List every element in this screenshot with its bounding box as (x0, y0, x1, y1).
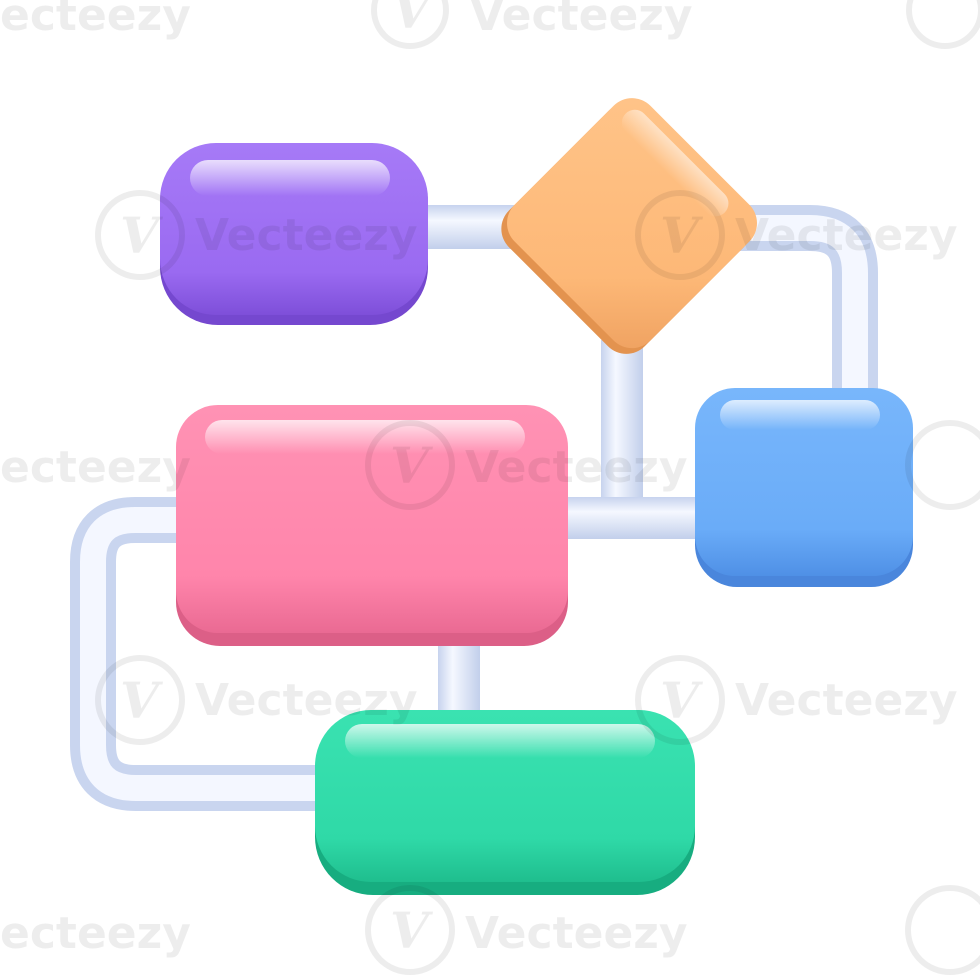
svg-text:V: V (660, 206, 704, 265)
blue-process-square (695, 388, 913, 587)
connector-diamond-stem (601, 340, 643, 520)
watermark-text: Vecteezy (195, 675, 418, 726)
pink-process-box (176, 405, 568, 646)
watermark-logo-icon: V (95, 655, 185, 745)
green-process-box (315, 710, 695, 895)
watermark-logo-icon: V (365, 885, 455, 975)
svg-text:V: V (390, 901, 434, 960)
watermark-text: Vecteezy (465, 908, 688, 959)
svg-text:V: V (392, 0, 436, 40)
svg-text:V: V (390, 436, 434, 495)
svg-text:V: V (120, 671, 164, 730)
watermark-logo-icon: V (635, 655, 725, 745)
watermark-text: ecteezy (0, 442, 191, 493)
watermark-text: Vecteezy (195, 210, 418, 261)
watermark-logo-icon: V (365, 420, 455, 510)
watermark-logo-icon (906, 0, 980, 49)
watermark-logo-icon: V (635, 190, 725, 280)
watermark-text: Vecteezy (470, 0, 693, 41)
watermark-logo-icon (905, 885, 980, 975)
purple-process-box (160, 143, 428, 325)
svg-text:V: V (660, 671, 704, 730)
watermark-text: ecteezy (0, 0, 191, 41)
svg-text:V: V (120, 206, 164, 265)
watermark-text: Vecteezy (465, 442, 688, 493)
watermark-logo-icon (905, 420, 980, 510)
watermark-logo-icon: V (95, 190, 185, 280)
watermark-text: ecteezy (0, 908, 191, 959)
watermark-logo-icon: V (371, 0, 449, 49)
watermark-text: Vecteezy (735, 675, 958, 726)
orange-decision-diamond (501, 98, 757, 354)
watermark-text: Vecteezy (735, 210, 958, 261)
connector-pink-to-blue (555, 497, 715, 539)
